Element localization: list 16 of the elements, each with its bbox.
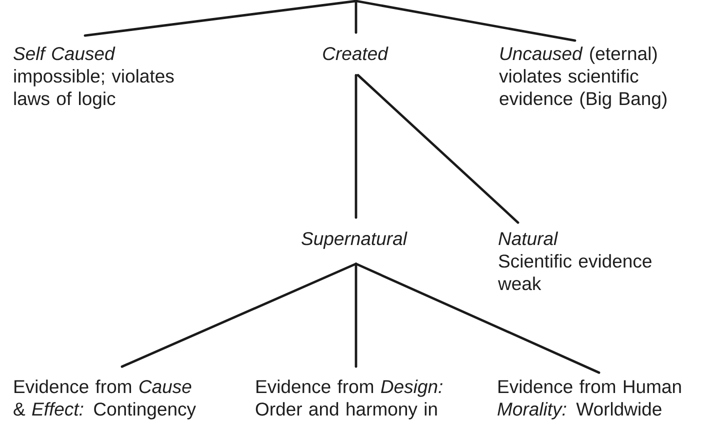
- branch-line: [354, 74, 358, 219]
- branch-line: [354, 0, 576, 42]
- branch-label: Evidence from Design: Order and harmony in: [256, 380, 442, 420]
- branch-line: [354, 0, 358, 34]
- branch-label: Created: [323, 46, 388, 60]
- branch-label: Self Caused impossible; violates laws of logic: [14, 46, 174, 109]
- branch-line: [354, 262, 358, 368]
- branch-label: Evidence from Human Morality: Worldwide: [498, 380, 681, 420]
- branch-line: [120, 262, 358, 368]
- branch-label: Natural Scientific evidence weak: [498, 232, 652, 290]
- branch-label: Uncaused (eternal) violates scientific evidence (Big Bang): [499, 46, 666, 109]
- branch-line: [354, 262, 600, 374]
- branch-line: [84, 0, 358, 37]
- branch-line: [356, 74, 520, 224]
- branch-label: Supernatural: [302, 232, 408, 249]
- branch-label: Evidence from Cause & Effect: Contingency: [14, 380, 196, 420]
